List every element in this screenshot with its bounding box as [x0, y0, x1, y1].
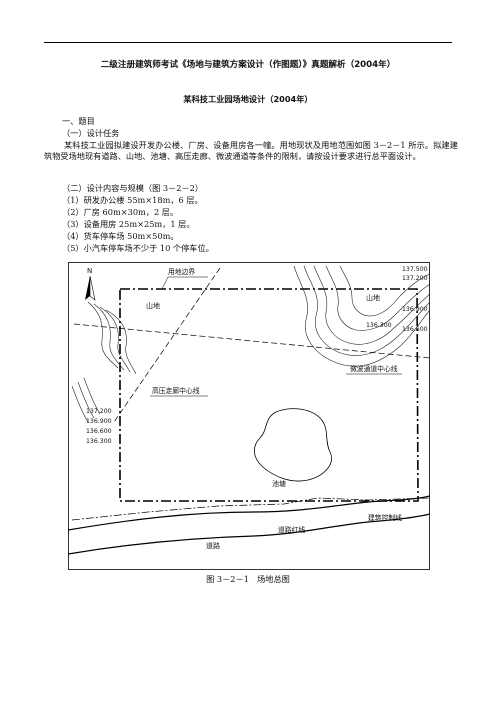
label-mountain-right: 山地 — [366, 293, 380, 302]
north-arrow-icon: N — [85, 267, 96, 301]
site-boundary — [119, 288, 419, 502]
elevation-label: 136.900 — [402, 306, 428, 313]
list-item: （4）货车停车场 50m×50m。 — [62, 231, 179, 241]
north-label: N — [87, 267, 92, 275]
road-edge-lower — [67, 513, 431, 555]
list-item: （1）研发办公楼 55m×18m，6 层。 — [62, 195, 203, 205]
section-heading: 一、题目 — [62, 116, 95, 126]
hv-corridor-line — [113, 267, 221, 423]
road-edge-upper — [67, 495, 431, 531]
site-plan-figure: N — [67, 262, 431, 570]
elevation-label: 137.500 — [402, 266, 428, 273]
left-mountain-contours — [71, 301, 137, 423]
label-hv-corridor: 高压走廊中心线 — [152, 386, 200, 395]
document-subtitle: 某科技工业园场地设计（2004年） — [183, 94, 313, 104]
list-item: （5）小汽车停车场不少于 10 个停车位。 — [62, 243, 214, 253]
figure-frame — [68, 262, 430, 570]
right-mountain-contours — [293, 265, 431, 367]
label-microwave: 微波通道中心线 — [350, 364, 398, 373]
figure-caption: 图 3－2－1 场地总图 — [206, 574, 290, 584]
building-control-line — [71, 497, 431, 521]
label-boundary: 用地边界 — [168, 267, 195, 276]
elevation-label: 137.200 — [402, 275, 428, 282]
elevation-label: 136.600 — [86, 428, 112, 435]
subsection-content: （二）设计内容与规模（图 3－2－2） — [62, 183, 204, 193]
list-item: （2）厂房 60m×30m，2 层。 — [62, 207, 179, 217]
header-rule — [44, 42, 452, 43]
subsection-task: （一）设计任务 — [62, 128, 120, 138]
elevation-label: 136.900 — [86, 418, 112, 425]
elevation-label: 137.200 — [86, 408, 112, 415]
elevation-label: 136.300 — [366, 322, 392, 329]
pond-outline — [254, 408, 332, 482]
elevation-label: 136.600 — [402, 326, 428, 333]
label-road: 道路 — [206, 541, 220, 550]
list-item: （3）设备用房 25m×25m，1 层。 — [62, 219, 195, 229]
label-road-redline: 道路红线 — [278, 525, 305, 534]
label-pond: 池塘 — [272, 479, 286, 488]
site-plan-drawing: N — [67, 262, 431, 570]
elevation-label: 136.300 — [86, 438, 112, 445]
label-build-line: 建筑控制线 — [368, 513, 402, 522]
microwave-channel-line — [73, 323, 431, 359]
label-mountain-left: 山地 — [146, 301, 160, 310]
document-title: 二级注册建筑师考试《场地与建筑方案设计（作图题）》真题解析（2004年） — [100, 60, 396, 70]
task-paragraph: 某科技工业园拟建设开发办公楼、厂房、设备用房各一幢。用地现状及用地范围如图 3－… — [44, 140, 458, 161]
